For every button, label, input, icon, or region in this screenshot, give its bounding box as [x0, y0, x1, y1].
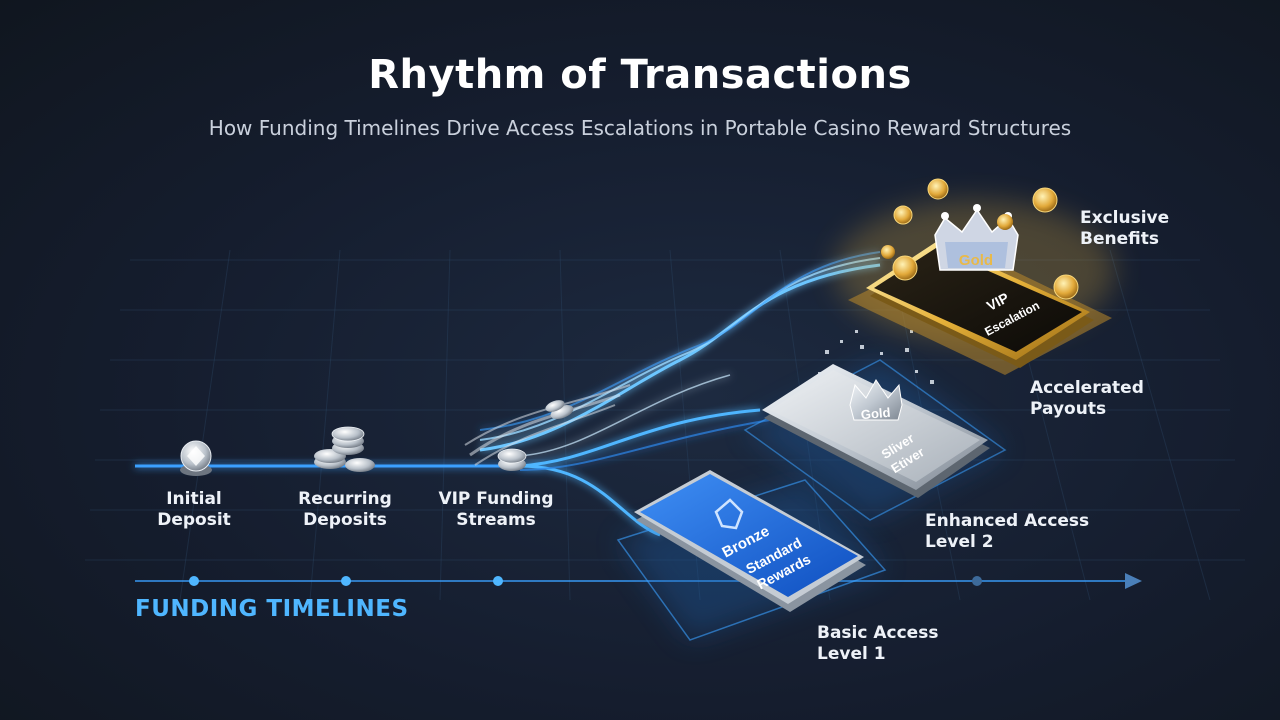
stage-label-initial-deposit: Initial Deposit — [139, 489, 249, 531]
silver-phone-illustration — [743, 330, 1007, 521]
gold-phone-illustration — [835, 200, 1115, 375]
timeline-dot — [189, 576, 199, 586]
tier-label-exclusive-benefits: Exclusive Benefits — [1080, 208, 1169, 250]
timeline-label: FUNDING TIMELINES — [135, 596, 409, 622]
tier-label-line: Level 1 — [817, 644, 886, 664]
coin-vip-stream-icon — [497, 400, 574, 471]
timeline-axis — [135, 573, 1142, 589]
tier-label-line: Payouts — [1030, 399, 1107, 419]
silver-crown-text: Gold — [860, 405, 891, 423]
stage-label-line: VIP Funding — [438, 489, 554, 509]
stage-label-line: Streams — [456, 510, 536, 530]
timeline-dot — [972, 576, 982, 586]
tier-label-enhanced-access: Enhanced Access Level 2 — [925, 511, 1089, 553]
bronze-phone-illustration — [616, 470, 887, 641]
page-title: Rhythm of Transactions — [368, 52, 912, 98]
tier-label-line: Benefits — [1080, 229, 1159, 249]
tier-label-line: Basic Access — [817, 623, 939, 643]
tier-label-basic-access: Basic Access Level 1 — [817, 623, 938, 665]
stage-label-recurring-deposits: Recurring Deposits — [285, 489, 405, 531]
timeline-dot — [493, 576, 503, 586]
stage-label-vip-funding-streams: VIP Funding Streams — [431, 489, 561, 531]
stage-label-line: Initial — [166, 489, 222, 509]
stage-label-line: Recurring — [298, 489, 392, 509]
tier-label-line: Level 2 — [925, 532, 994, 552]
stage-label-line: Deposits — [303, 510, 387, 530]
gold-coins-icon — [881, 178, 1079, 300]
timeline-dot — [341, 576, 351, 586]
coin-initial-deposit-icon — [180, 440, 212, 476]
gold-crown-text: Gold — [959, 252, 993, 269]
tier-label-line: Exclusive — [1080, 208, 1170, 228]
stage-label-line: Deposit — [157, 510, 231, 530]
ribbon-swirl — [464, 384, 631, 466]
tier-label-accelerated-payouts: Accelerated Payouts — [1030, 378, 1144, 420]
coin-stack-recurring-icon — [314, 426, 375, 472]
page-subtitle: How Funding Timelines Drive Access Escal… — [208, 116, 1072, 140]
tier-label-line: Enhanced Access — [925, 511, 1090, 531]
tier-label-line: Accelerated — [1030, 378, 1144, 398]
